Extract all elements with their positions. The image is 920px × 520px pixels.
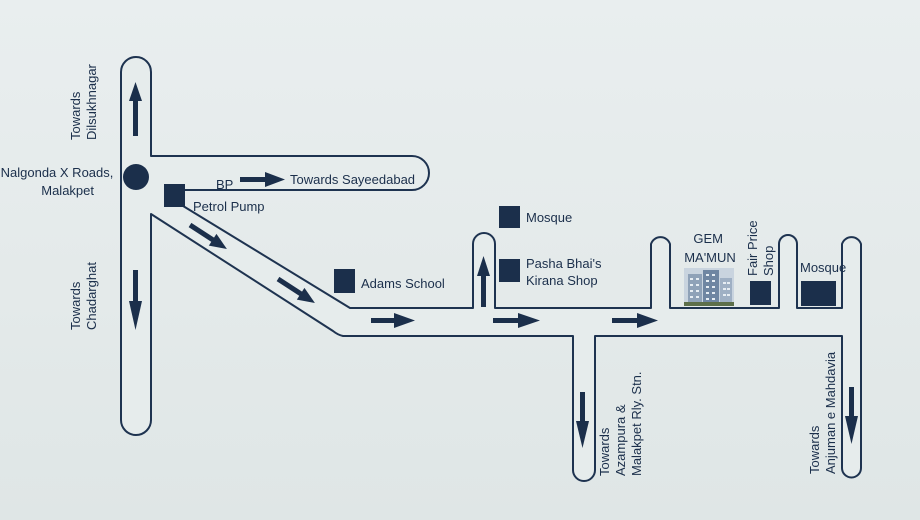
main-road [120, 56, 862, 482]
arrow-down-icon [576, 392, 589, 448]
towards-anjuman-label: Towards Anjuman e Mahdavia [807, 351, 838, 474]
towards-sayeedabad-label: Towards Sayeedabad [290, 172, 415, 187]
circle-marker-icon [123, 164, 149, 190]
bp-label: BP [216, 177, 233, 192]
landmarks [164, 184, 836, 306]
square-marker-icon [499, 206, 520, 228]
pasha-bhai-label: Pasha Bhai's Kirana Shop [526, 256, 605, 288]
arrow-down-icon [129, 270, 142, 330]
arrow-up-icon [477, 256, 490, 307]
mosque-label: Mosque [526, 210, 572, 225]
towards-chadarghat-label: Towards Chadarghat [68, 262, 99, 330]
labels: Towards Dilsukhnagar Towards Chadarghat … [1, 63, 847, 476]
mosque-2-label: Mosque [800, 260, 846, 275]
square-marker-icon [334, 269, 355, 293]
towards-dilsukhnagar-label: Towards Dilsukhnagar [68, 63, 99, 140]
towards-azampura-label: Towards Azampura & Malakpet Rly. Stn. [597, 371, 644, 476]
arrow-right-icon [493, 313, 540, 328]
arrow-down-icon [845, 387, 858, 444]
arrow-right-icon [371, 313, 415, 328]
fair-price-shop-label: Fair Price Shop [745, 217, 776, 276]
building-icon [684, 268, 734, 306]
petrol-pump-label: Petrol Pump [193, 199, 265, 214]
square-marker-icon [750, 281, 771, 305]
square-marker-icon [499, 259, 520, 282]
adams-school-label: Adams School [361, 276, 445, 291]
arrow-right-icon [240, 172, 285, 187]
square-marker-icon [801, 281, 836, 306]
nalgonda-junction-label: Nalgonda X Roads, Malakpet [1, 165, 117, 198]
gem-mamun-label: GEM MA'MUN [684, 231, 736, 265]
roads [120, 56, 862, 482]
square-marker-icon [164, 184, 185, 207]
arrow-diagonal-icon [276, 276, 315, 303]
arrow-diagonal-icon [188, 222, 227, 249]
arrow-right-icon [612, 313, 658, 328]
direction-arrows [129, 82, 858, 448]
arrow-up-icon [129, 82, 142, 136]
